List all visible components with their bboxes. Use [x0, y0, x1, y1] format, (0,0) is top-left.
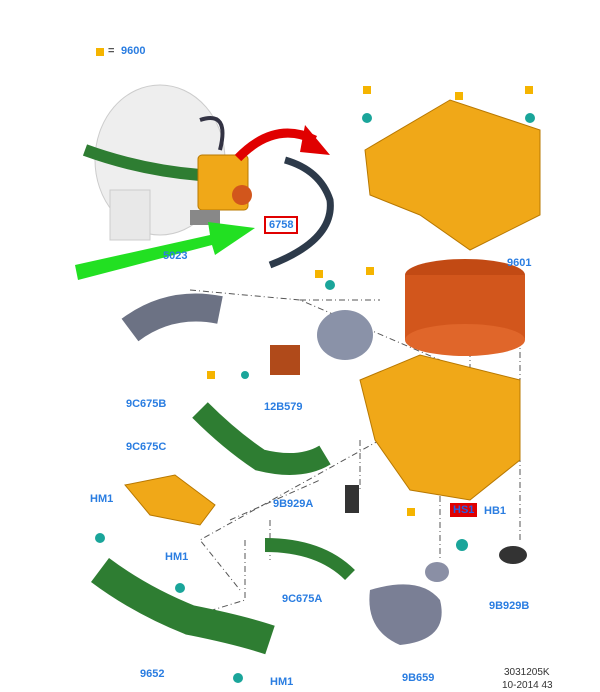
label-9B929A[interactable]: 9B929A	[273, 498, 314, 510]
fasteners	[95, 113, 535, 683]
label-9C675A[interactable]: 9C675A	[282, 593, 323, 605]
label-9C675B[interactable]: 9C675B	[126, 398, 167, 410]
grommet-9B929A	[345, 485, 359, 513]
bracket-12B579	[270, 345, 300, 375]
duct-9C675C	[124, 474, 216, 526]
label-12B579[interactable]: 12B579	[264, 401, 303, 413]
label-HB1[interactable]: HB1	[484, 505, 507, 517]
legend-part: 9600	[121, 45, 146, 57]
label-9C675C[interactable]: 9C675C	[126, 441, 167, 453]
label-9B659[interactable]: 9B659	[402, 672, 435, 684]
label-HM1-c[interactable]: HM1	[270, 676, 294, 688]
label-HM1-a[interactable]: HM1	[90, 493, 114, 505]
label-6758[interactable]: 6758	[264, 216, 299, 234]
green-arrow	[75, 222, 255, 280]
reference-number: 3031205K	[504, 667, 550, 678]
air-inlet-9B659	[369, 584, 442, 645]
air-filter	[405, 259, 525, 356]
grommet-9B929B	[499, 546, 527, 564]
legend-square-icon	[96, 48, 104, 56]
duct-9C675B	[192, 402, 331, 475]
airbox-lower	[359, 354, 521, 501]
resonator-9652	[91, 557, 275, 655]
label-5023[interactable]: 5023	[163, 250, 188, 262]
airbox-cover	[364, 99, 541, 251]
duct-9C675A	[264, 538, 355, 581]
label-HM1-b[interactable]: HM1	[165, 551, 189, 563]
intake-tube	[121, 293, 223, 342]
label-HS1[interactable]: HS1	[450, 503, 478, 517]
label-9601[interactable]: 9601	[507, 257, 532, 269]
throttle-body	[317, 310, 373, 360]
label-9B929B[interactable]: 9B929B	[489, 600, 530, 612]
revision-date: 10-2014 43	[502, 680, 553, 691]
legend-equals: =	[108, 45, 115, 57]
label-9652[interactable]: 9652	[140, 668, 165, 680]
hose-6758	[268, 156, 334, 269]
engine-illustration	[82, 84, 252, 241]
